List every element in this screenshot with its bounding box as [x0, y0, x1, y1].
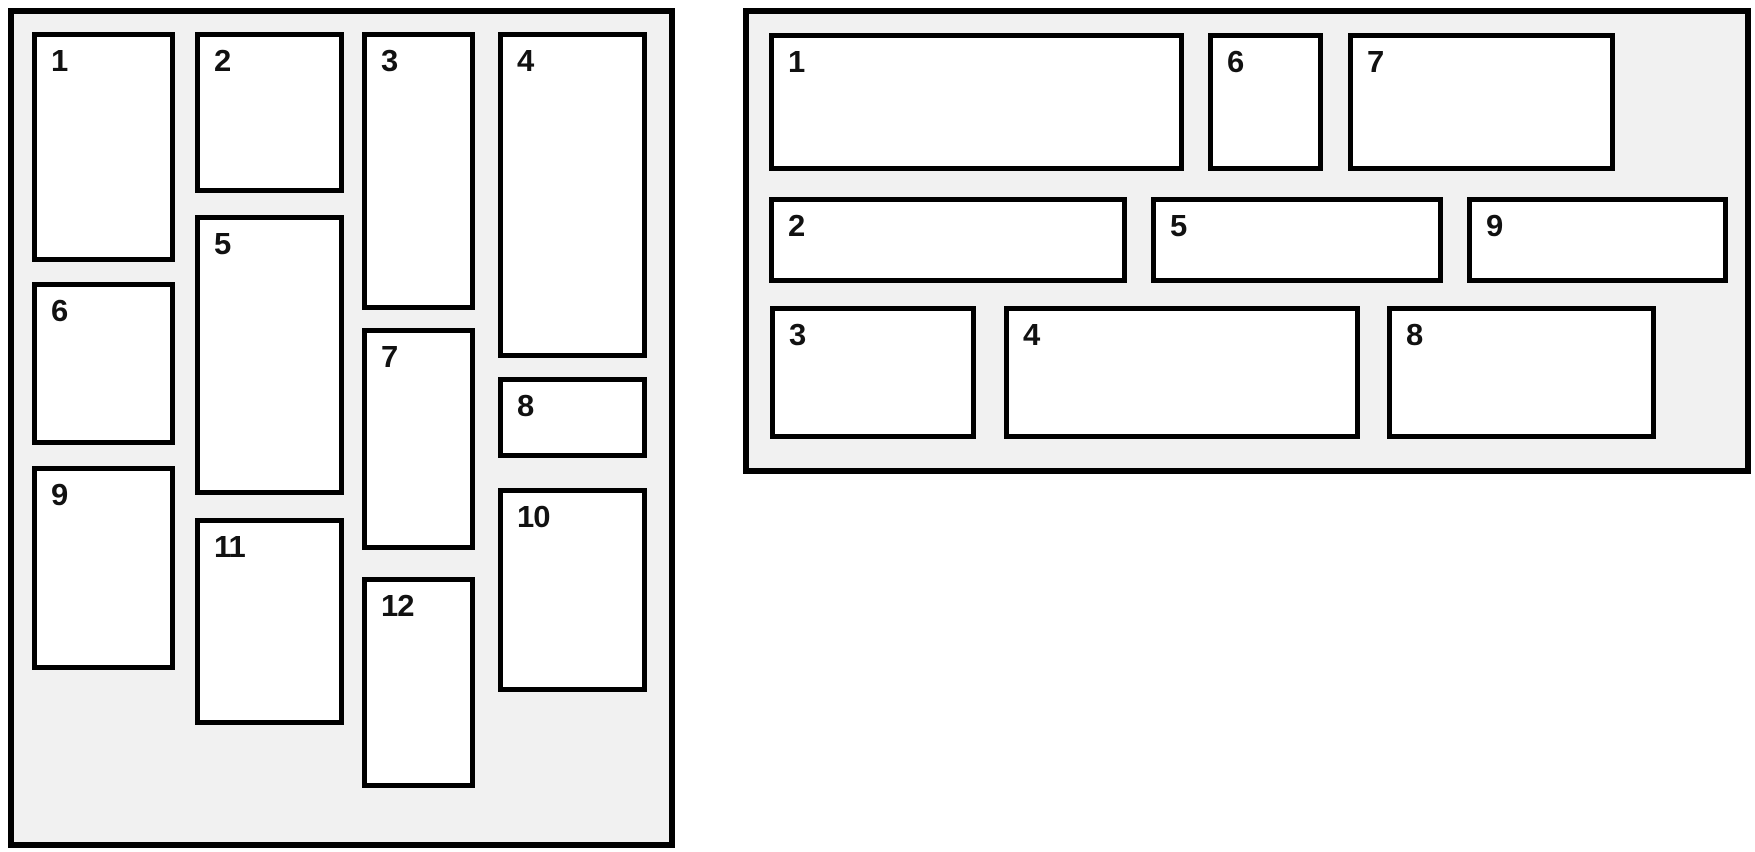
item-number-label: 8 — [517, 388, 534, 423]
masonry-item-4: 4 — [1004, 306, 1360, 439]
masonry-item-5: 5 — [1151, 197, 1443, 283]
masonry-item-7: 7 — [1348, 33, 1615, 171]
item-number-label: 2 — [788, 208, 805, 243]
item-number-label: 12 — [381, 588, 414, 623]
masonry-item-7: 7 — [362, 328, 475, 550]
masonry-item-2: 2 — [769, 197, 1127, 283]
masonry-item-11: 11 — [195, 518, 344, 725]
masonry-item-3: 3 — [770, 306, 976, 439]
item-number-label: 6 — [1227, 44, 1244, 79]
masonry-item-12: 12 — [362, 577, 475, 788]
masonry-item-9: 9 — [1467, 197, 1728, 283]
masonry-item-1: 1 — [32, 32, 175, 262]
masonry-item-10: 10 — [498, 488, 647, 692]
item-number-label: 8 — [1406, 317, 1423, 352]
item-number-label: 3 — [789, 317, 806, 352]
masonry-item-5: 5 — [195, 215, 344, 495]
item-number-label: 5 — [214, 226, 231, 261]
horizontal-masonry-panel: 1 6 7 2 5 9 3 4 8 — [743, 8, 1751, 474]
masonry-item-6: 6 — [32, 282, 175, 445]
masonry-item-6: 6 — [1208, 33, 1323, 171]
item-number-label: 7 — [1367, 44, 1384, 79]
masonry-item-4: 4 — [498, 32, 647, 358]
masonry-item-8: 8 — [1387, 306, 1656, 439]
masonry-item-9: 9 — [32, 466, 175, 670]
item-number-label: 10 — [517, 499, 550, 534]
item-number-label: 1 — [51, 43, 68, 78]
item-number-label: 2 — [214, 43, 231, 78]
masonry-item-8: 8 — [498, 377, 647, 458]
masonry-item-1: 1 — [769, 33, 1184, 171]
item-number-label: 3 — [381, 43, 398, 78]
item-number-label: 9 — [51, 477, 68, 512]
item-number-label: 11 — [214, 529, 246, 564]
masonry-item-3: 3 — [362, 32, 475, 310]
item-number-label: 4 — [517, 43, 534, 78]
item-number-label: 5 — [1170, 208, 1187, 243]
masonry-item-2: 2 — [195, 32, 344, 193]
item-number-label: 1 — [788, 44, 805, 79]
item-number-label: 7 — [381, 339, 398, 374]
item-number-label: 9 — [1486, 208, 1503, 243]
item-number-label: 4 — [1023, 317, 1040, 352]
item-number-label: 6 — [51, 293, 68, 328]
